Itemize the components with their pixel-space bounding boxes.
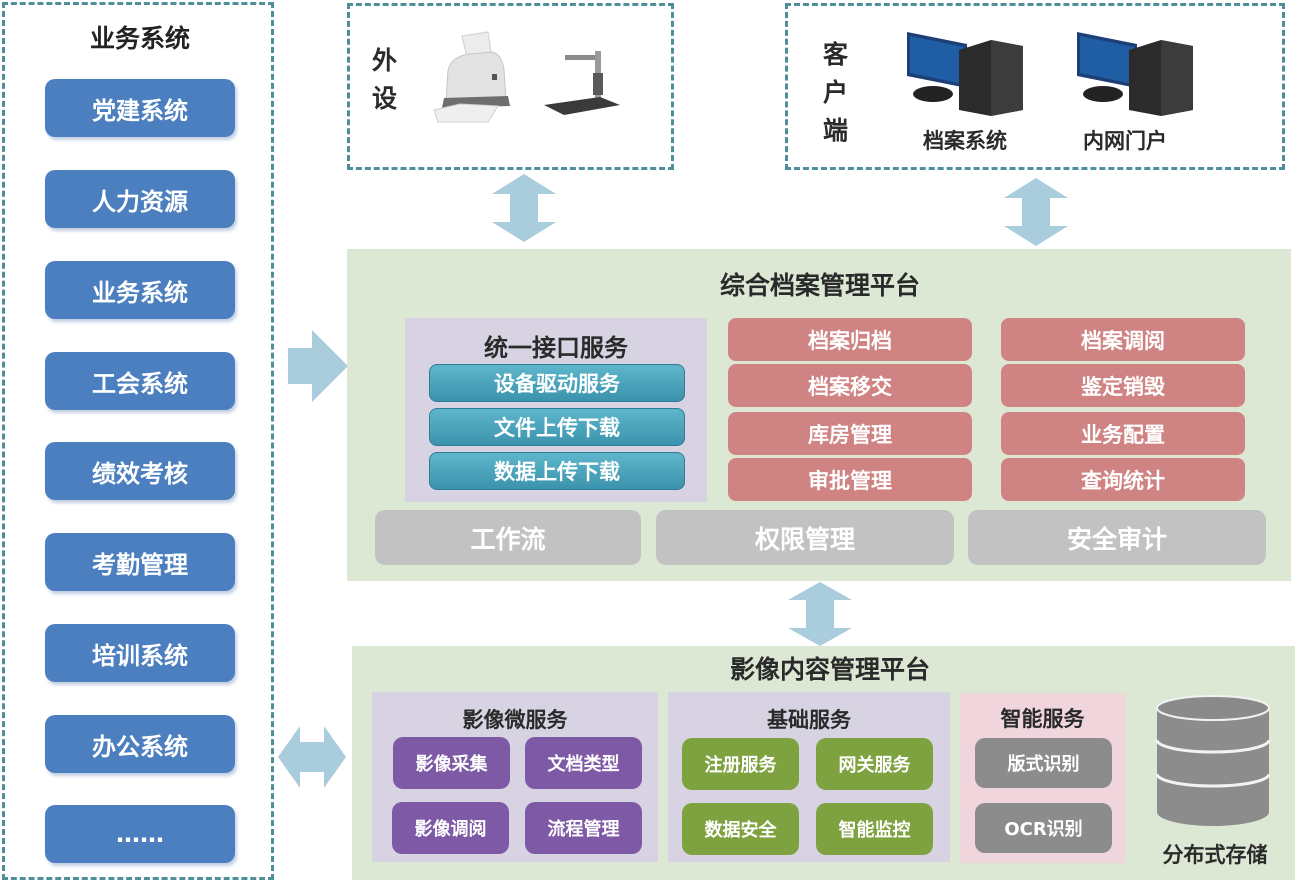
security-audit-bar[interactable]: 安全审计	[968, 510, 1266, 565]
document-type[interactable]: 文档类型	[525, 737, 642, 789]
gateway-service[interactable]: 网关服务	[816, 738, 933, 790]
basic-services-title: 基础服务	[767, 708, 851, 732]
database-icon	[1155, 695, 1271, 826]
clients-group	[785, 3, 1285, 170]
scanner-icon	[433, 31, 510, 123]
archive-access[interactable]: 档案调阅	[1001, 318, 1245, 361]
peripherals-label: 外设	[372, 46, 398, 113]
business-item-party[interactable]: 党建系统	[45, 79, 235, 137]
image-capture[interactable]: 影像采集	[393, 737, 510, 789]
image-platform-title: 影像内容管理平台	[729, 655, 930, 684]
document-camera-icon	[544, 51, 620, 115]
data-security[interactable]: 数据安全	[682, 803, 799, 855]
image-micro-services-title: 影像微服务	[462, 708, 568, 732]
query-statistics[interactable]: 查询统计	[1001, 458, 1245, 501]
business-item-more[interactable]: ……	[45, 805, 235, 863]
ocr-recognition[interactable]: OCR识别	[975, 803, 1112, 853]
client-caption-archive: 档案系统	[923, 129, 1007, 153]
workflow-bar[interactable]: 工作流	[375, 510, 641, 565]
smart-services-panel: 智能服务 版式识别 OCR识别	[960, 693, 1125, 863]
distributed-storage-label: 分布式存储	[1162, 843, 1268, 867]
business-item-business[interactable]: 业务系统	[45, 261, 235, 319]
image-micro-services-panel: 影像微服务 影像采集 文档类型 影像调阅 流程管理	[372, 692, 658, 862]
basic-services-panel: 基础服务 注册服务 网关服务 数据安全 智能监控	[668, 692, 950, 862]
client-caption-portal: 内网门户	[1083, 129, 1167, 153]
double-vertical-arrow-icon	[492, 174, 556, 242]
business-item-training[interactable]: 培训系统	[45, 624, 235, 682]
desktop-computer-icon	[907, 32, 1023, 116]
business-configuration[interactable]: 业务配置	[1001, 412, 1245, 455]
business-systems-title: 业务系统	[89, 24, 190, 53]
business-item-union[interactable]: 工会系统	[45, 352, 235, 410]
business-item-performance[interactable]: 绩效考核	[45, 442, 235, 500]
smart-monitoring[interactable]: 智能监控	[816, 803, 933, 855]
data-transfer-service[interactable]: 数据上传下载	[429, 452, 685, 490]
permission-management-bar[interactable]: 权限管理	[656, 510, 954, 565]
double-vertical-arrow-icon	[1004, 178, 1068, 246]
interface-services-title: 统一接口服务	[484, 333, 628, 362]
process-management[interactable]: 流程管理	[525, 802, 642, 854]
layout-recognition[interactable]: 版式识别	[975, 738, 1112, 788]
business-item-attendance[interactable]: 考勤管理	[45, 533, 235, 591]
business-systems-group	[2, 2, 274, 880]
right-arrow-icon	[288, 330, 348, 402]
archive-filing[interactable]: 档案归档	[728, 318, 972, 361]
image-access[interactable]: 影像调阅	[392, 802, 509, 854]
archive-platform-title: 综合档案管理平台	[719, 271, 920, 300]
approval-management[interactable]: 审批管理	[728, 458, 972, 501]
double-horizontal-arrow-icon	[278, 726, 346, 788]
archive-transfer[interactable]: 档案移交	[728, 364, 972, 407]
appraisal-destruction[interactable]: 鉴定销毁	[1001, 364, 1245, 407]
peripherals-group	[347, 3, 674, 170]
device-driver-service[interactable]: 设备驱动服务	[429, 364, 685, 402]
clients-label: 客户端	[823, 40, 849, 145]
desktop-computer-icon	[1077, 32, 1193, 116]
registry-service[interactable]: 注册服务	[682, 738, 799, 790]
interface-services-panel: 统一接口服务 设备驱动服务 文件上传下载 数据上传下载	[405, 318, 707, 502]
double-vertical-arrow-icon	[788, 582, 852, 646]
business-item-hr[interactable]: 人力资源	[45, 170, 235, 228]
file-transfer-service[interactable]: 文件上传下载	[429, 408, 685, 446]
smart-services-title: 智能服务	[1000, 707, 1085, 731]
business-item-office[interactable]: 办公系统	[45, 715, 235, 773]
storage-management[interactable]: 库房管理	[728, 412, 972, 455]
